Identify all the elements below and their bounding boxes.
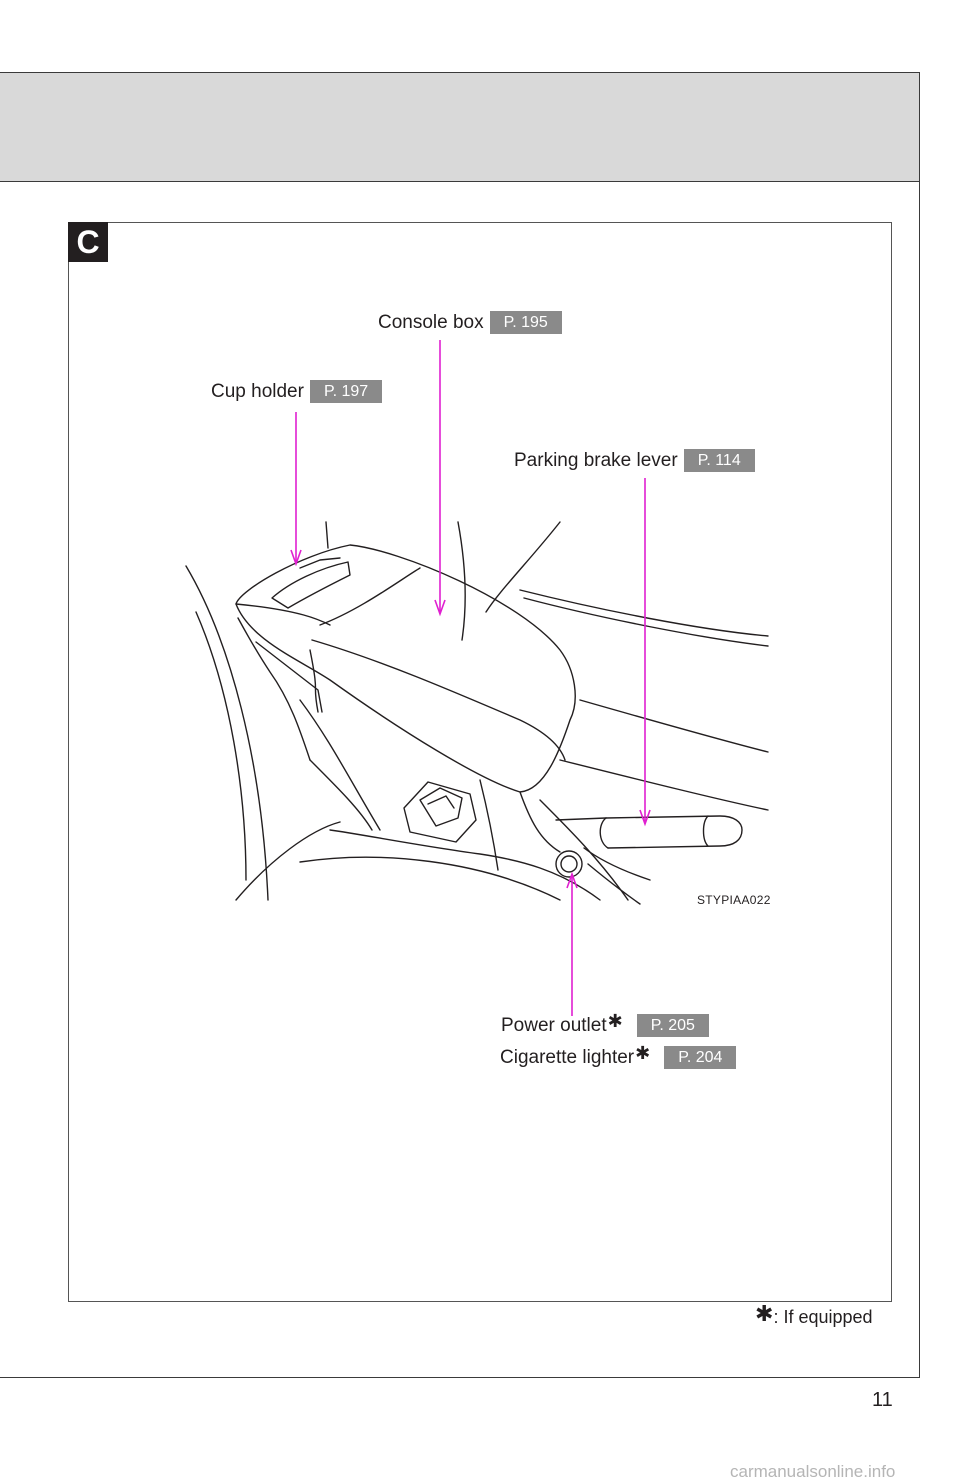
parking-brake-lever-label: Parking brake lever: [514, 449, 678, 471]
page-border-right: [919, 72, 920, 1378]
cigarette-lighter-label: Cigarette lighter: [500, 1046, 635, 1068]
header-band: [0, 72, 920, 182]
if-equipped-star-icon: ✱: [635, 1043, 651, 1063]
if-equipped-star-icon: ✱: [607, 1011, 623, 1031]
figure-code: STYPIAA022: [697, 893, 771, 907]
page-border-bottom: [0, 1377, 920, 1378]
callout-cigarette-lighter: Cigarette lighter ✱ P. 204: [500, 1043, 737, 1069]
callout-power-outlet: Power outlet ✱ P. 205: [501, 1011, 709, 1037]
cup-holder-label: Cup holder: [211, 380, 304, 402]
callout-cup-holder: Cup holder P. 197: [211, 380, 383, 403]
callout-parking-brake-lever: Parking brake lever P. 114: [514, 449, 755, 472]
footnote-text: : If equipped: [773, 1307, 873, 1327]
console-box-page-ref[interactable]: P. 195: [489, 311, 562, 334]
power-outlet-label: Power outlet: [501, 1014, 607, 1036]
footnote-star-icon: ✱: [755, 1301, 774, 1326]
callout-console-box: Console box P. 195: [378, 311, 562, 334]
power-outlet-page-ref[interactable]: P. 205: [636, 1014, 709, 1037]
section-badge: C: [68, 222, 108, 262]
cigarette-lighter-page-ref[interactable]: P. 204: [664, 1046, 737, 1069]
figure-frame: [68, 222, 892, 1302]
cup-holder-page-ref[interactable]: P. 197: [309, 380, 383, 403]
page-number: 11: [872, 1389, 893, 1411]
console-box-label: Console box: [378, 311, 484, 333]
parking-brake-lever-page-ref[interactable]: P. 114: [683, 449, 755, 472]
footnote-if-equipped: ✱: If equipped: [755, 1301, 873, 1329]
watermark: carmanualsonline.info: [730, 1462, 896, 1481]
